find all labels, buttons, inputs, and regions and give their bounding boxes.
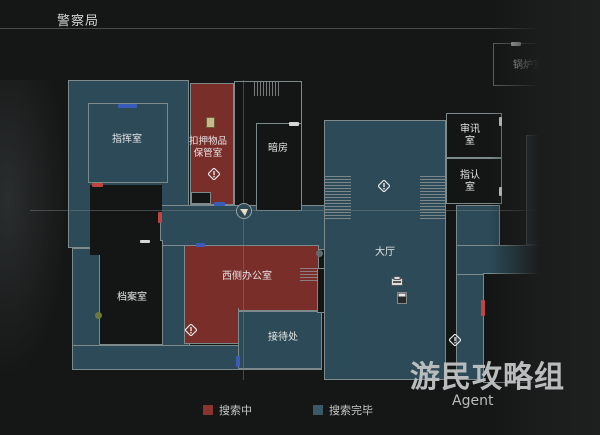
door-records[interactable] (140, 240, 150, 243)
room-label-reception: 接待处 (268, 332, 298, 343)
legend-label-searching: 搜索中 (219, 404, 252, 417)
save-typewriter-icon[interactable] (391, 276, 403, 286)
door-records-locked[interactable] (158, 212, 162, 223)
door-reception-locked[interactable] (236, 356, 240, 367)
hall-stairs-left[interactable] (325, 176, 351, 220)
room-label-west-office: 西侧办公室 (222, 271, 272, 282)
legend-searching: 搜索中 (203, 402, 252, 418)
room-darkroom[interactable] (256, 123, 302, 211)
hall-pillar-left (317, 268, 325, 313)
background-vignette-right (490, 0, 600, 435)
room-label-evidence: 扣押物品 保管室 (189, 136, 228, 159)
legend-label-done: 搜索完毕 (329, 404, 373, 417)
background-vignette (0, 80, 70, 380)
legend-swatch-done (313, 405, 323, 415)
door-command-west-locked[interactable] (92, 183, 103, 187)
item-alert-icon[interactable] (449, 334, 461, 346)
evidence-closet (191, 192, 211, 204)
door-east-office-locked[interactable] (481, 300, 485, 316)
west-office-stairs[interactable] (300, 268, 318, 281)
door-west-office-locked[interactable] (196, 243, 205, 247)
hall-stairs-right[interactable] (420, 176, 445, 220)
room-label-interrogation: 审讯 室 (460, 124, 480, 147)
room-west-office[interactable] (184, 245, 319, 311)
item-box-icon[interactable] (206, 117, 215, 128)
green-herb-icon[interactable] (95, 312, 102, 319)
watermark-subtitle: Agent (452, 393, 494, 409)
player-position-icon (236, 203, 252, 219)
room-label-main-hall: 大厅 (375, 247, 395, 258)
room-label-darkroom: 暗房 (268, 143, 288, 154)
door-evidence-locked[interactable] (214, 202, 225, 206)
header-divider (0, 28, 600, 29)
legend-swatch-searching (203, 405, 213, 415)
room-reception[interactable] (238, 311, 322, 369)
map-area-title: 警察局 (57, 14, 100, 29)
records-upper (90, 210, 160, 255)
ornament-icon[interactable] (316, 250, 323, 257)
grid-line-vertical (243, 80, 244, 380)
watermark-logo: 游民攻略组 (410, 360, 565, 395)
room-label-command: 指挥室 (112, 134, 142, 145)
grid-line-horizontal (30, 210, 550, 211)
north-stairs[interactable] (254, 82, 280, 96)
room-label-records: 档案室 (117, 292, 147, 303)
item-alert-icon[interactable] (208, 168, 220, 180)
room-evidence[interactable] (190, 83, 234, 205)
player-arrow-icon (240, 209, 248, 216)
item-alert-icon[interactable] (185, 324, 197, 336)
hall-pillar-right (446, 205, 456, 380)
room-label-lineup: 指认 室 (460, 170, 480, 193)
room-main-hall[interactable] (324, 120, 446, 380)
item-box-icon[interactable] (397, 292, 407, 304)
item-alert-icon[interactable] (378, 180, 390, 192)
door-command-north-locked[interactable] (118, 104, 137, 108)
door-darkroom[interactable] (289, 122, 299, 126)
legend-done: 搜索完毕 (313, 402, 373, 418)
room-command[interactable] (88, 103, 168, 183)
